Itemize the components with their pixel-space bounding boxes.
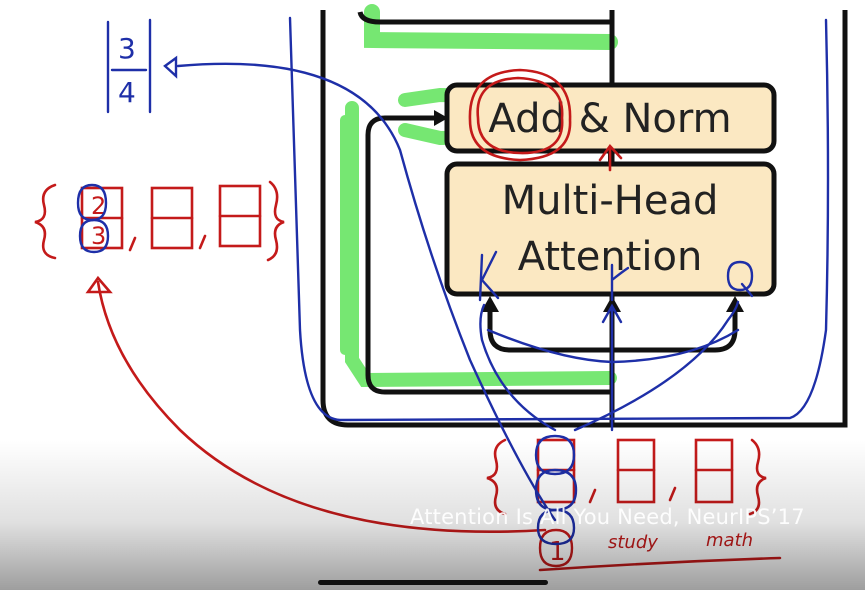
attention-label-line2: Attention (518, 234, 703, 280)
left-cell-top-digit: 2 (91, 192, 106, 220)
left-cell-bottom-digit: 3 (91, 222, 106, 250)
paper-caption: Attention Is All You Need, NeurIPS’17 (410, 505, 805, 529)
encoder-outer-box (320, 10, 848, 428)
fraction-numerator: 3 (118, 32, 136, 65)
residual-bypass-arrow (365, 115, 612, 395)
red-annotations (34, 68, 782, 572)
blue-annotations (76, 16, 830, 546)
fraction-denominator: 4 (118, 76, 136, 109)
bypass-arrowhead (434, 110, 448, 126)
bottom-cell-circle (538, 528, 574, 568)
bottom-cell-digit: 1 (549, 537, 566, 567)
study-note: study (608, 532, 658, 553)
attention-label-line1: Multi-Head (502, 178, 719, 224)
inner-frame (357, 11, 612, 25)
home-indicator-bar[interactable] (318, 580, 548, 585)
math-note: math (706, 530, 753, 551)
add-norm-label: Add & Norm (488, 96, 731, 142)
